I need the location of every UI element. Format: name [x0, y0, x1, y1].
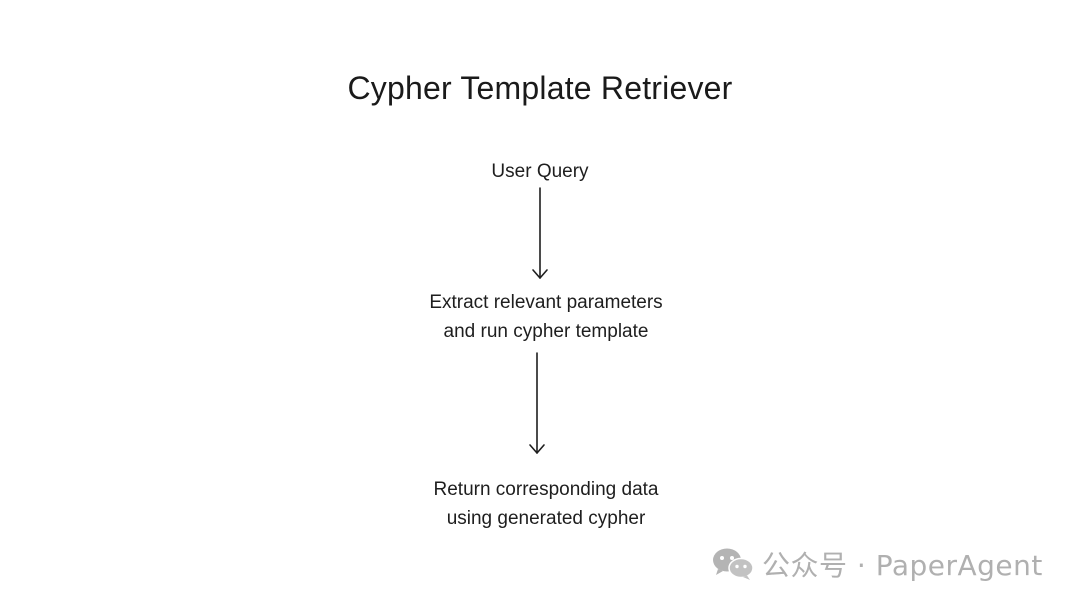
arrow-2: [529, 352, 545, 454]
node-text-line-1: Extract relevant parameters: [429, 292, 663, 313]
node-text-line-2: using generated cypher: [446, 508, 646, 529]
arrow-1: [532, 187, 548, 279]
arrow-1-head: [532, 269, 548, 279]
node-extract-parameters: Extract relevant parameters and run cyph…: [396, 288, 696, 346]
arrow-2-head: [529, 444, 545, 454]
diagram-title: Cypher Template Retriever: [347, 70, 733, 106]
node-text-line-1: Return corresponding data: [433, 479, 659, 500]
node-return-data: Return corresponding data using generate…: [396, 475, 696, 533]
watermark: 公众号 · PaperAgent: [712, 546, 1043, 582]
node-text: User Query: [491, 161, 589, 182]
wechat-icon: [712, 547, 754, 581]
node-user-query: User Query: [440, 157, 640, 186]
node-text-line-2: and run cypher template: [443, 321, 649, 342]
watermark-text: 公众号 · PaperAgent: [762, 549, 1043, 582]
